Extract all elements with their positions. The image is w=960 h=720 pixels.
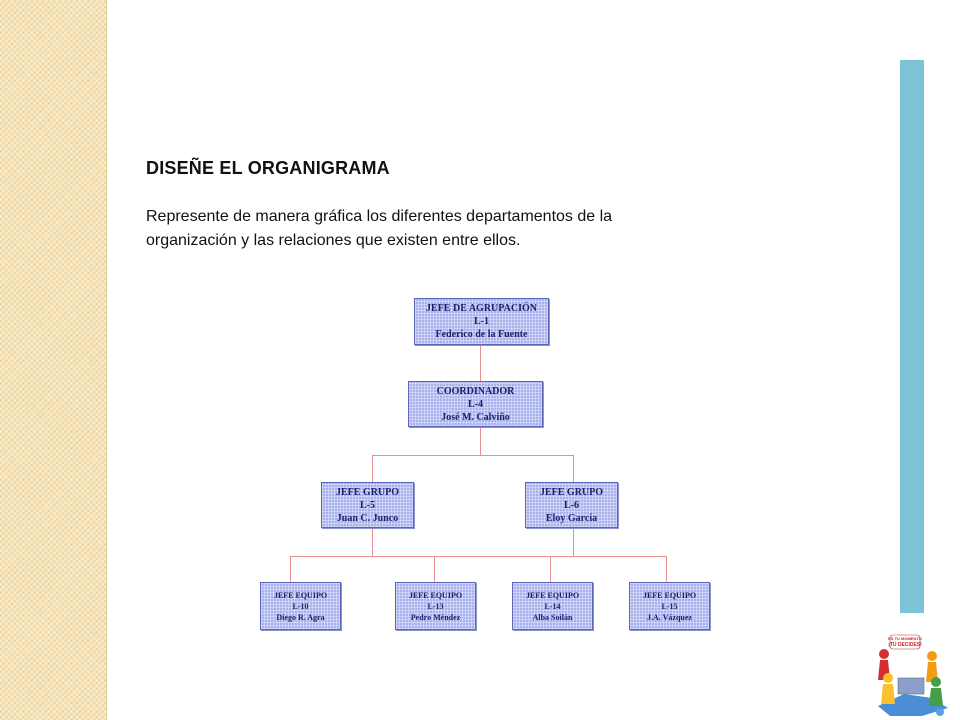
connector-root-coordinator bbox=[480, 345, 481, 381]
org-code: L-6 bbox=[564, 499, 579, 511]
person-red-head-icon bbox=[879, 649, 889, 659]
person-orange-body-icon bbox=[926, 662, 938, 682]
org-code: L-4 bbox=[468, 398, 483, 410]
connector-team-4 bbox=[666, 556, 667, 582]
org-box-group-leader: JEFE GRUPO L-6 Eloy García bbox=[525, 482, 618, 528]
connector-team-1 bbox=[290, 556, 291, 582]
org-person: Pedro Méndez bbox=[410, 612, 461, 622]
org-person: Diego R. Agra bbox=[276, 612, 325, 622]
org-box-root: JEFE DE AGRUPACIÓN L-1 Federico de la Fu… bbox=[414, 298, 549, 345]
org-role: JEFE EQUIPO bbox=[273, 590, 328, 600]
slide-title: DISEÑE EL ORGANIGRAMA bbox=[146, 158, 390, 178]
person-green-body-icon bbox=[929, 688, 943, 706]
person-green-head-icon bbox=[931, 677, 941, 687]
org-code: L-15 bbox=[661, 601, 678, 611]
connector-team-2 bbox=[434, 556, 435, 582]
logo-caption-bottom: ¡TÚ DECIDES! bbox=[888, 641, 922, 648]
person-yellow-body-icon bbox=[881, 684, 895, 704]
accent-bar bbox=[900, 60, 924, 613]
org-person: Eloy García bbox=[545, 512, 598, 524]
org-code: L-1 bbox=[474, 316, 489, 327]
org-code: L-14 bbox=[544, 601, 561, 611]
slide-description: Represente de manera gráfica los diferen… bbox=[146, 208, 613, 249]
connector-group1-down bbox=[372, 528, 373, 556]
decorative-side-band bbox=[0, 0, 107, 720]
org-person: Alba Soilán bbox=[532, 612, 573, 622]
connector-group-2 bbox=[573, 455, 574, 482]
org-person: Juan C. Junco bbox=[336, 512, 399, 524]
org-box-team-leader: JEFE EQUIPO L-14 Alba Soilán bbox=[512, 582, 593, 630]
org-role: JEFE GRUPO bbox=[539, 486, 604, 498]
org-role: JEFE DE AGRUPACIÓN bbox=[426, 303, 537, 314]
person-yellow-head-icon bbox=[883, 673, 893, 683]
puzzle-knob-icon bbox=[936, 708, 944, 716]
org-code: L-13 bbox=[427, 601, 444, 611]
org-person: Federico de la Fuente bbox=[435, 329, 528, 340]
org-role: JEFE EQUIPO bbox=[525, 590, 580, 600]
org-code: L-5 bbox=[360, 499, 375, 511]
org-box-team-leader: JEFE EQUIPO L-13 Pedro Méndez bbox=[395, 582, 476, 630]
org-box-team-leader: JEFE EQUIPO L-10 Diego R. Agra bbox=[260, 582, 341, 630]
org-role: JEFE GRUPO bbox=[335, 486, 400, 498]
org-box-coordinator: COORDINADOR L-4 José M. Calviño bbox=[408, 381, 543, 427]
logo-sign-icon bbox=[889, 634, 921, 650]
person-orange-head-icon bbox=[927, 651, 937, 661]
org-role: JEFE EQUIPO bbox=[642, 590, 697, 600]
org-box-team-leader: JEFE EQUIPO L-15 J.A. Vázquez bbox=[629, 582, 710, 630]
org-role: COORDINADOR bbox=[436, 385, 515, 397]
puzzle-cube-icon bbox=[897, 677, 925, 695]
connector-team-3 bbox=[550, 556, 551, 582]
org-box-group-leader: JEFE GRUPO L-5 Juan C. Junco bbox=[321, 482, 414, 528]
org-person: J.A. Vázquez bbox=[647, 612, 692, 622]
logo-caption-top: ES TU MOMENTO bbox=[888, 636, 922, 641]
org-code: L-10 bbox=[292, 601, 309, 611]
org-role: JEFE EQUIPO bbox=[408, 590, 463, 600]
people-puzzle-logo-icon: ES TU MOMENTO ¡TÚ DECIDES! bbox=[878, 634, 948, 716]
connector-group2-down bbox=[573, 528, 574, 556]
org-person: José M. Calviño bbox=[441, 411, 510, 423]
connector-group-bus bbox=[372, 455, 574, 456]
connector-team-bus bbox=[290, 556, 667, 557]
connector-coordinator-down bbox=[480, 427, 481, 455]
connector-group-1 bbox=[372, 455, 373, 482]
